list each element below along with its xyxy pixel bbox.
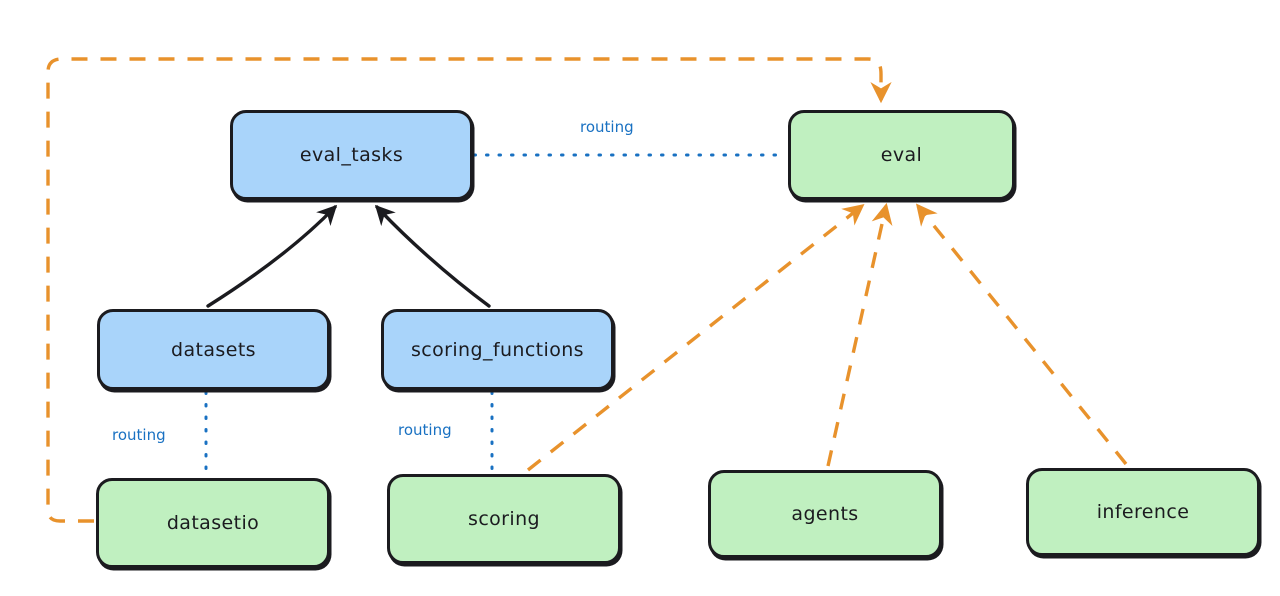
node-label-agents: agents <box>791 503 859 525</box>
node-label-datasetio: datasetio <box>166 512 260 534</box>
node-scoring-functions[interactable]: scoring_functions <box>381 309 614 390</box>
node-datasetio[interactable]: datasetio <box>96 478 330 568</box>
node-datasets[interactable]: datasets <box>97 309 330 390</box>
edge-scoring-functions-to-eval-tasks <box>374 204 491 308</box>
edge-datasets-to-eval-tasks <box>206 204 338 308</box>
node-eval-tasks[interactable]: eval_tasks <box>230 110 473 200</box>
node-label-scoring-functions: scoring_functions <box>411 338 584 361</box>
edge-label-routing-eval: routing <box>580 118 634 136</box>
node-label-eval-tasks: eval_tasks <box>299 144 404 166</box>
edge-scoring-to-eval <box>526 204 865 472</box>
edge-inference-to-eval <box>915 203 1128 466</box>
edge-agents-to-eval <box>826 202 893 467</box>
node-label-inference: inference <box>1096 501 1190 523</box>
edge-label-routing-datasetio: routing <box>112 426 166 444</box>
node-label-eval: eval <box>880 144 923 166</box>
edge-label-routing-scoring: routing <box>398 421 452 439</box>
node-eval[interactable]: eval <box>788 110 1015 200</box>
edge-datasetio-to-eval <box>46 57 892 523</box>
node-label-datasets: datasets <box>171 338 256 361</box>
node-agents[interactable]: agents <box>708 470 942 558</box>
node-inference[interactable]: inference <box>1026 468 1260 556</box>
node-label-scoring: scoring <box>468 508 540 530</box>
node-scoring[interactable]: scoring <box>387 474 621 564</box>
